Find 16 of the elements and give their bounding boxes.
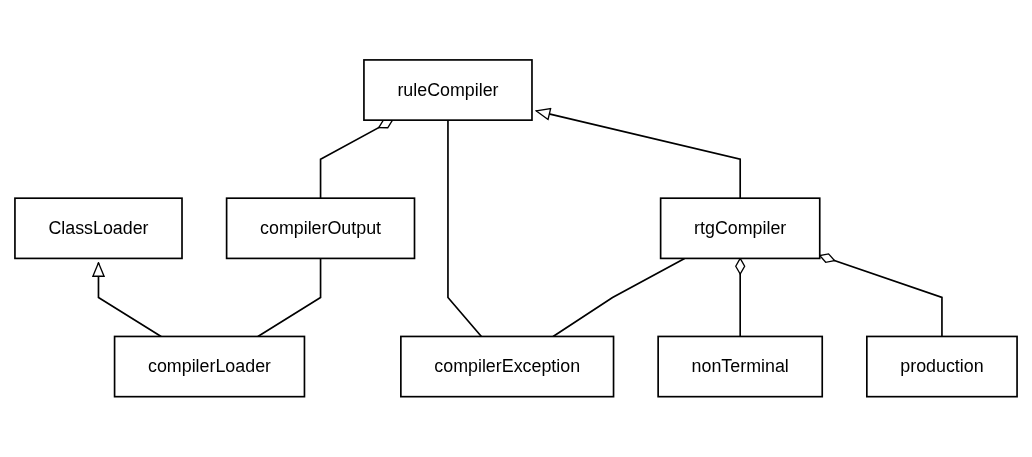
node-box: compilerLoader xyxy=(113,335,306,398)
node-box: production xyxy=(866,335,1018,398)
connector xyxy=(257,257,322,338)
connector xyxy=(818,253,943,338)
node-box: compilerException xyxy=(400,335,615,398)
connector xyxy=(447,119,483,338)
node-box: rtgCompiler xyxy=(659,197,821,260)
node-box: ruleCompiler xyxy=(363,59,533,122)
connector xyxy=(735,257,746,338)
arrow xyxy=(535,108,742,200)
node-box: compilerOutput xyxy=(225,197,416,260)
connector xyxy=(552,257,686,338)
connector xyxy=(319,119,394,200)
node-box: ClassLoader xyxy=(14,197,183,260)
arrow xyxy=(92,262,162,338)
node-box: nonTerminal xyxy=(657,335,824,398)
